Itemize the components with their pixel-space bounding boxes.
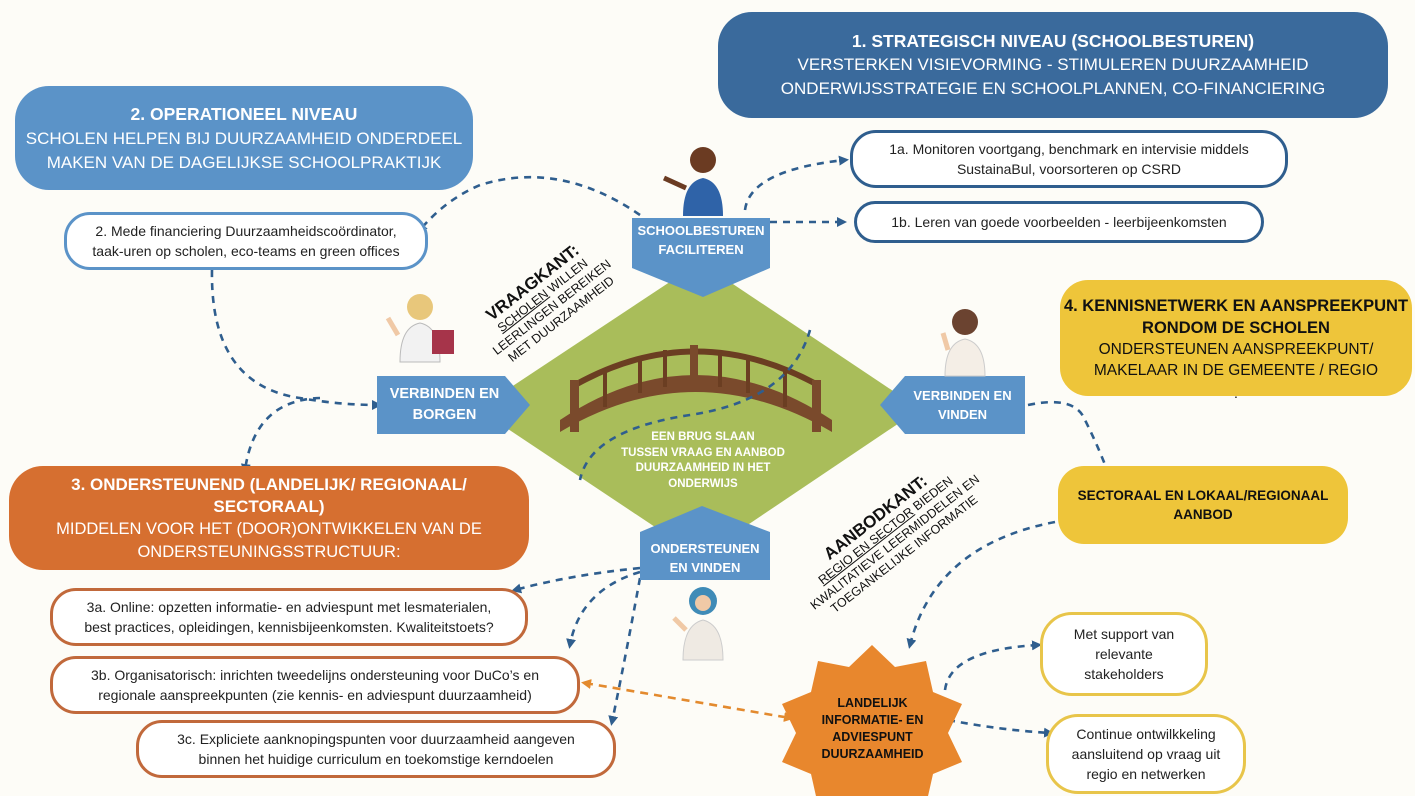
operational-line1: SCHOLEN HELPEN BIJ DUURZAAMHEID ONDERDEE… (25, 128, 463, 148)
continue-line3: regio en netwerken (1086, 766, 1206, 782)
tag-right-label: VERBINDEN EN VINDEN (900, 381, 1025, 429)
knowledge-level-box: 4. KENNISNETWERK EN AANSPREEKPUNT RONDOM… (1060, 280, 1412, 396)
person-top-icon (662, 147, 723, 216)
operational-title: 2. OPERATIONEEL NIVEAU (130, 103, 358, 124)
item-1b-text: 1b. Leren van goede voorbeelden - leerbi… (891, 214, 1227, 230)
tag-top-line1: SCHOOLBESTUREN (637, 223, 765, 238)
tag-bottom-line2: EN VINDEN (669, 560, 741, 575)
item-2-line2: taak-uren op scholen, eco-teams en green… (92, 243, 400, 259)
knowledge-title1: 4. KENNISNETWERK EN AANSPREEKPUNT (1063, 297, 1409, 315)
continuous-development-box: Continue ontwilkkeling aansluitend op vr… (1046, 714, 1246, 794)
sectoral-line2: AANBOD (1173, 507, 1233, 522)
item-3c-line2: binnen het huidige curriculum en toekoms… (198, 751, 554, 767)
tag-left-shape (377, 376, 530, 434)
knowledge-line1: ONDERSTEUNEN AANSPREEKPUNT/ (1098, 341, 1374, 358)
item-1b-box: 1b. Leren van goede voorbeelden - leerbi… (854, 201, 1264, 243)
hub-line3: ADVIESPUNT (832, 730, 913, 744)
center-text: EEN BRUG SLAAN TUSSEN VRAAG EN AANBOD DU… (598, 428, 808, 494)
stakeholder-support-box: Met support van relevante stakeholders (1040, 612, 1208, 696)
operational-line2: MAKEN VAN DE DAGELIJKSE SCHOOLPRAKTIJK (46, 152, 442, 172)
item-3b-box: 3b. Organisatorisch: inrichten tweedelij… (50, 656, 580, 714)
hub-text: LANDELIJK INFORMATIE- EN ADVIESPUNT DUUR… (800, 690, 945, 768)
hub-link-arrow (581, 679, 794, 722)
continue-line2: aansluitend op vraag uit (1071, 746, 1221, 762)
hub-line4: DUURZAAMHEID (821, 747, 924, 761)
center-line4: ONDERWIJS (668, 477, 738, 490)
tag-bottom-shape (640, 506, 770, 580)
item-3a-line1: 3a. Online: opzetten informatie- en advi… (86, 599, 492, 615)
tag-left-line1: VERBINDEN EN (389, 386, 500, 402)
tag-right-line1: VERBINDEN EN (913, 388, 1012, 403)
knowledge-title2: RONDOM DE SCHOLEN (1142, 319, 1330, 337)
item-2-line1: 2. Mede financiering Duurzaamheidscoördi… (95, 223, 397, 239)
tag-top-label: SCHOOLBESTUREN FACILITEREN (632, 220, 770, 260)
support-text-line3: stakeholders (1084, 666, 1164, 682)
center-line1: EEN BRUG SLAAN (651, 431, 755, 443)
tag-bottom-label: ONDERSTEUNEN EN VINDEN (640, 536, 770, 580)
support-text-line1: Met support van (1073, 626, 1175, 642)
sectoral-line1: SECTORAAL EN LOKAAL/REGIONAAL (1077, 488, 1329, 503)
support-line1: MIDDELEN VOOR HET (DOOR)ONTWIKKELEN VAN … (56, 519, 482, 538)
strategic-line1: VERSTERKEN VISIEVORMING - STIMULEREN DUU… (797, 55, 1309, 74)
item-1a-line1: 1a. Monitoren voortgang, benchmark en in… (889, 141, 1249, 157)
support-level-box: 3. ONDERSTEUNEND (LANDELIJK/ REGIONAAL/ … (9, 466, 529, 570)
strategic-title: 1. STRATEGISCH NIVEAU (SCHOOLBESTUREN) (851, 31, 1255, 51)
hub-line1: LANDELIJK (837, 696, 908, 710)
item-3b-line1: 3b. Organisatorisch: inrichten tweedelij… (91, 667, 539, 683)
item-1a-line2: SustainaBul, voorsorteren op CSRD (956, 161, 1182, 177)
tag-left-label: VERBINDEN EN BORGEN (377, 381, 512, 429)
tag-bottom-line1: ONDERSTEUNEN (650, 541, 760, 556)
support-line2: ONDERSTEUNINGSSTRUCTUUR: (137, 542, 401, 561)
tag-right-line2: VINDEN (937, 407, 988, 422)
item-3b-line2: regionale aanspreekpunten (zie kennis- e… (98, 687, 532, 703)
center-line2: TUSSEN VRAAG EN AANBOD (621, 446, 785, 459)
support-title1: 3. ONDERSTEUNEND (LANDELIJK/ REGIONAAL/ (71, 474, 467, 494)
item-3c-box: 3c. Expliciete aanknopingspunten voor du… (136, 720, 616, 778)
knowledge-line2: MAKELAAR IN DE GEMEENTE / REGIO (1093, 362, 1379, 379)
person-left-icon (385, 294, 454, 363)
person-bottom-icon (672, 587, 724, 661)
item-3a-line2: best practices, opleidingen, kennisbijee… (84, 619, 494, 635)
hub-line2: INFORMATIE- EN (821, 713, 924, 727)
support-text-line2: relevante (1095, 646, 1153, 662)
flow-arrows (210, 155, 1113, 738)
knowledge-dot: . (1234, 385, 1238, 401)
person-right-icon (940, 309, 986, 377)
tag-right-shape (880, 376, 1025, 434)
strategic-line2: ONDERWIJSSTRATEGIE EN SCHOOLPLANNEN, CO-… (780, 79, 1326, 98)
tag-top-line2: FACILITEREN (658, 242, 744, 257)
tag-left-line2: BORGEN (412, 407, 477, 423)
item-3a-box: 3a. Online: opzetten informatie- en advi… (50, 588, 528, 646)
item-2-box: 2. Mede financiering Duurzaamheidscoördi… (64, 212, 428, 270)
item-3c-line1: 3c. Expliciete aanknopingspunten voor du… (177, 731, 575, 747)
sectoral-offer-box: SECTORAAL EN LOKAAL/REGIONAAL AANBOD (1058, 466, 1348, 544)
strategic-level-box: 1. STRATEGISCH NIVEAU (SCHOOLBESTUREN) V… (718, 12, 1388, 118)
support-title2: SECTORAAL) (213, 496, 325, 516)
continue-line1: Continue ontwilkkeling (1076, 726, 1216, 742)
bridge-illustration (560, 345, 832, 432)
hub-star-shape (782, 645, 962, 796)
item-1a-box: 1a. Monitoren voortgang, benchmark en in… (850, 130, 1288, 188)
center-line3: DUURZAAMHEID IN HET (635, 462, 771, 474)
tag-top-shape (632, 218, 770, 297)
operational-level-box: 2. OPERATIONEEL NIVEAU SCHOLEN HELPEN BI… (15, 86, 473, 190)
